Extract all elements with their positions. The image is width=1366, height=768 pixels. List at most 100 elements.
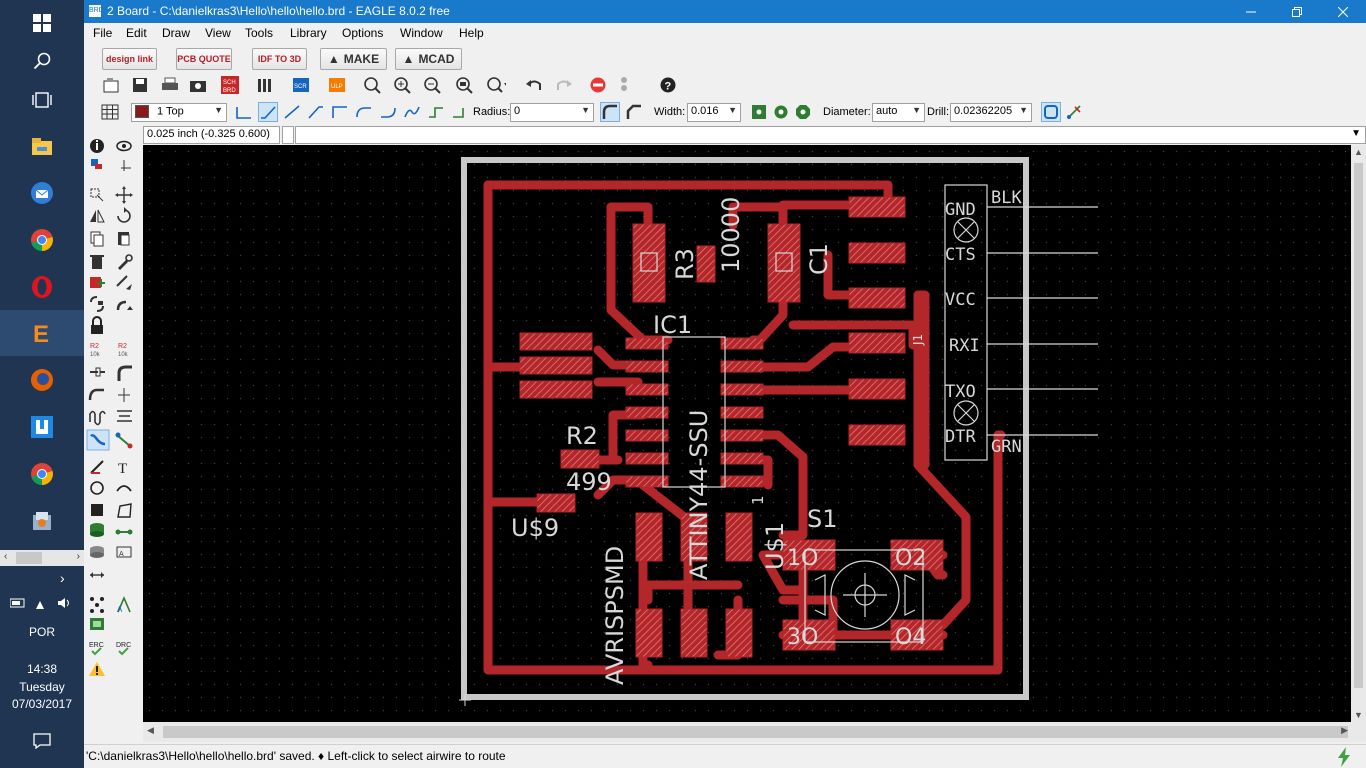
wire-bend-corner-icon: [332, 106, 347, 118]
script-button[interactable]: SCR: [292, 75, 312, 95]
grid-button[interactable]: [100, 102, 120, 122]
command-history-button[interactable]: [282, 126, 294, 144]
file-explorer-button[interactable]: [0, 123, 84, 169]
stop-button[interactable]: [588, 75, 608, 95]
menu-help[interactable]: Help: [459, 26, 484, 40]
scroll-left-icon[interactable]: ‹: [4, 551, 8, 562]
horizontal-scrollbar[interactable]: ◀ ▶: [143, 722, 1366, 742]
restore-button[interactable]: [1274, 0, 1320, 23]
open-button[interactable]: [102, 75, 122, 95]
close-button[interactable]: [1320, 0, 1366, 23]
mcad-button[interactable]: ▲MCAD: [395, 48, 462, 70]
language-indicator[interactable]: POR: [28, 625, 55, 639]
minimize-button[interactable]: [1228, 0, 1274, 23]
scroll-up-icon[interactable]: ▲: [1354, 147, 1363, 157]
menu-file[interactable]: File: [93, 26, 113, 40]
taskbar-scroll-thumb[interactable]: [16, 552, 42, 564]
zoom-fit-button[interactable]: [362, 75, 382, 95]
via-square-button[interactable]: [749, 102, 769, 122]
show-hidden-icons[interactable]: ›: [60, 570, 65, 586]
zoom-redraw-button[interactable]: [454, 75, 474, 95]
redo-button[interactable]: [554, 75, 574, 95]
menu-window[interactable]: Window: [400, 26, 443, 40]
bend-style-7-button[interactable]: [402, 102, 422, 122]
bend-style-4-button[interactable]: [330, 102, 350, 122]
zoom-select-button[interactable]: [486, 75, 506, 95]
bend-style-3-button[interactable]: [306, 102, 326, 122]
print-button[interactable]: [160, 75, 180, 95]
title-bar[interactable]: BRD 2 Board - C:\danielkras3\Hello\hello…: [84, 0, 1366, 23]
layer-select[interactable]: 1 Top ▼: [131, 103, 227, 122]
stop-icon: [590, 77, 606, 93]
lightning-bolt-icon[interactable]: [1336, 747, 1352, 767]
chevron-down-icon[interactable]: ▼: [1351, 128, 1361, 139]
via-octagon-button[interactable]: [793, 102, 813, 122]
menu-options[interactable]: Options: [342, 26, 384, 40]
help-button[interactable]: ?: [658, 75, 678, 95]
cam-button[interactable]: [188, 75, 208, 95]
scroll-right-icon[interactable]: ▶: [1341, 725, 1348, 735]
clock-time[interactable]: 14:38: [26, 662, 58, 676]
bend-style-0-button[interactable]: [234, 102, 254, 122]
menu-draw[interactable]: Draw: [162, 26, 191, 40]
ulp-button[interactable]: ULP: [328, 75, 348, 95]
task-view-button[interactable]: [0, 77, 84, 123]
bend-style-6-button[interactable]: [378, 102, 398, 122]
zoom-in-button[interactable]: [392, 75, 412, 95]
miter-straight-button[interactable]: [624, 102, 644, 122]
polygon-icon: [117, 503, 132, 518]
thunderbird-button[interactable]: [0, 170, 84, 216]
opera-button[interactable]: [0, 264, 84, 310]
chrome-button-2[interactable]: [0, 451, 84, 497]
zoom-out-button[interactable]: [422, 75, 442, 95]
make-button[interactable]: ▲MAKE: [320, 48, 387, 70]
save-button[interactable]: [130, 75, 150, 95]
search-button[interactable]: [0, 38, 84, 84]
chrome-button[interactable]: [0, 217, 84, 263]
autoroute-option-button[interactable]: [1064, 102, 1084, 122]
taskbar-scrollbar[interactable]: ‹ ›: [0, 550, 84, 566]
action-center-button[interactable]: [0, 718, 84, 764]
eagle-button[interactable]: E: [0, 310, 84, 356]
app-button-1[interactable]: [0, 404, 84, 450]
menu-edit[interactable]: Edit: [126, 26, 147, 40]
menu-library[interactable]: Library: [290, 26, 327, 40]
width-input[interactable]: 0.016▼: [687, 103, 741, 122]
bend-style-1-button[interactable]: [258, 102, 278, 122]
start-button[interactable]: [0, 0, 84, 46]
undo-button[interactable]: [524, 75, 544, 95]
bend-style-5-button[interactable]: [354, 102, 374, 122]
scroll-down-icon[interactable]: ▼: [1354, 710, 1363, 720]
library-button[interactable]: [256, 75, 276, 95]
go-button[interactable]: [614, 75, 634, 95]
tray-icons[interactable]: [9, 595, 76, 614]
scroll-right-icon[interactable]: ›: [76, 551, 80, 562]
label-r3: R3: [671, 248, 699, 280]
command-line-input[interactable]: ▼: [295, 126, 1366, 144]
bend-style-8-button[interactable]: [426, 102, 446, 122]
bend-style-9-button[interactable]: [450, 102, 470, 122]
menu-view[interactable]: View: [205, 26, 231, 40]
horizontal-scroll-thumb[interactable]: [163, 726, 1348, 738]
vertical-scroll-thumb[interactable]: [1354, 163, 1363, 688]
chevron-down-icon: ▼: [1019, 105, 1028, 115]
diameter-input[interactable]: auto▼: [872, 103, 925, 122]
bend-style-2-button[interactable]: [282, 102, 302, 122]
airwire-loop-button[interactable]: [1041, 102, 1061, 122]
design-link-button[interactable]: design link: [102, 48, 157, 70]
radius-input[interactable]: 0▼: [510, 103, 594, 122]
scroll-left-icon[interactable]: ◀: [147, 725, 154, 735]
via-round-button[interactable]: [771, 102, 791, 122]
vertical-scrollbar[interactable]: ▲ ▼: [1351, 145, 1366, 722]
firefox-button[interactable]: [0, 357, 84, 403]
drill-input[interactable]: 0.02362205▼: [950, 103, 1032, 122]
pcb-quote-button[interactable]: PCB QUOTE: [176, 48, 232, 70]
idf-to-3d-button[interactable]: IDF TO 3D: [252, 48, 307, 70]
menu-tools[interactable]: Tools: [245, 26, 274, 40]
board-app-icon[interactable]: BRD: [89, 5, 104, 17]
board-canvas[interactable]: IC1 R2 499 U$9 S1 R3 10000 C1 ATTINY44-S…: [143, 145, 1351, 722]
app-button-2[interactable]: [0, 498, 84, 544]
miter-round-button[interactable]: [600, 102, 620, 122]
